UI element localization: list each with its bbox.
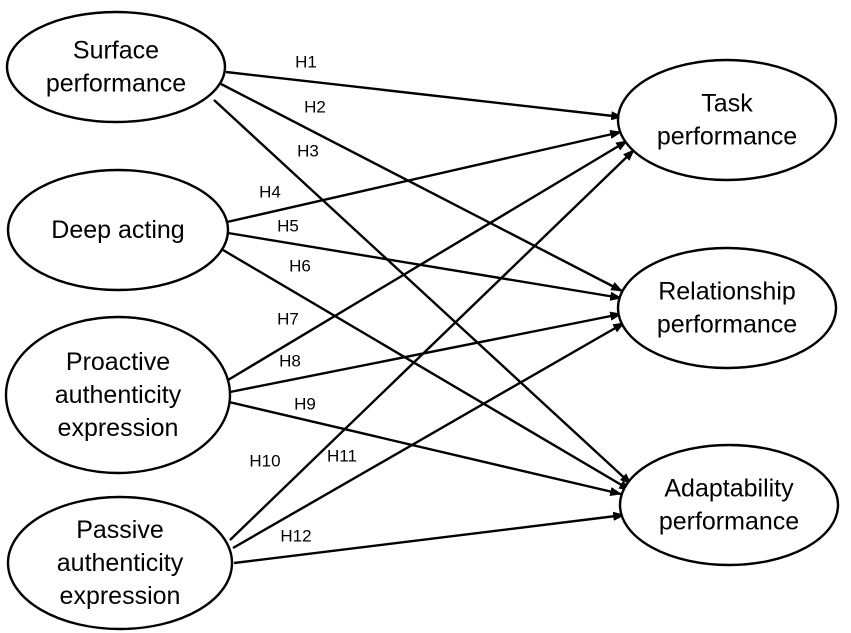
arrow-passive-to-relationship <box>232 321 626 550</box>
node-proactive: Proactive authenticity expression <box>4 315 232 475</box>
node-deep: Deep acting <box>6 168 230 292</box>
arrow-passive-to-task <box>229 149 635 541</box>
node-passive: Passive authenticity expression <box>6 495 234 631</box>
node-ellipse-surface <box>5 10 227 124</box>
hypothesis-label-h4: H4 <box>259 182 281 201</box>
hypothesis-label-h1: H1 <box>295 52 317 71</box>
arrow-passive-to-adaptability <box>233 511 626 565</box>
arrow-proactive-to-adaptability <box>228 400 623 496</box>
hypothesis-label-h6: H6 <box>289 256 311 275</box>
hypothesis-label-h5: H5 <box>277 216 299 235</box>
arrow-deep-to-task <box>226 129 623 224</box>
node-label-passive-line-2: authenticity <box>57 549 184 577</box>
hypothesis-label-h12: H12 <box>280 526 311 545</box>
hypothesis-label-h7: H7 <box>277 309 299 328</box>
node-ellipse-passive <box>6 495 234 631</box>
hypothesis-label-h10: H10 <box>249 451 280 470</box>
node-label-passive-line-3: expression <box>60 582 181 610</box>
node-label-passive-line-1: Passive <box>76 516 164 544</box>
hypothesis-label-h11: H11 <box>327 446 357 465</box>
node-label-relationship-line-2: performance <box>657 311 797 339</box>
node-surface: Surface performance <box>5 10 227 124</box>
node-adaptability: Adaptability performance <box>618 443 840 567</box>
node-ellipse-task <box>616 58 838 182</box>
edges-layer <box>213 70 635 565</box>
node-label-task-line-1: Task <box>701 90 753 118</box>
node-label-proactive-line-2: authenticity <box>55 381 182 409</box>
node-relationship: Relationship performance <box>616 246 838 370</box>
node-label-surface-line-2: performance <box>46 70 186 98</box>
node-label-surface-line-1: Surface <box>73 37 159 65</box>
hypothesis-label-h3: H3 <box>297 141 319 160</box>
node-label-task-line-2: performance <box>657 123 797 151</box>
node-ellipse-relationship <box>616 246 838 370</box>
arrow-deep-to-adaptability <box>222 248 632 492</box>
arrow-surface-to-relationship <box>220 82 624 293</box>
hypothesis-label-h8: H8 <box>279 351 301 370</box>
arrow-surface-to-adaptability <box>213 99 632 485</box>
node-label-relationship-line-1: Relationship <box>658 278 796 306</box>
node-ellipse-deep <box>6 168 230 292</box>
node-ellipse-proactive <box>4 315 232 475</box>
hypothesis-label-h2: H2 <box>304 97 326 116</box>
node-label-proactive-line-1: Proactive <box>66 348 170 376</box>
arrow-deep-to-relationship <box>227 231 623 301</box>
hypothesis-label-h9: H9 <box>294 394 316 413</box>
node-task: Task performance <box>616 58 838 182</box>
arrow-proactive-to-relationship <box>229 311 623 394</box>
node-label-adaptability-line-1: Adaptability <box>664 475 794 503</box>
arrow-proactive-to-task <box>227 139 629 382</box>
node-ellipse-adaptability <box>618 443 840 567</box>
node-label-deep-line-1: Deep acting <box>51 216 184 244</box>
node-label-proactive-line-3: expression <box>58 414 179 442</box>
node-label-adaptability-line-2: performance <box>659 508 799 536</box>
arrow-surface-to-task <box>225 70 624 121</box>
